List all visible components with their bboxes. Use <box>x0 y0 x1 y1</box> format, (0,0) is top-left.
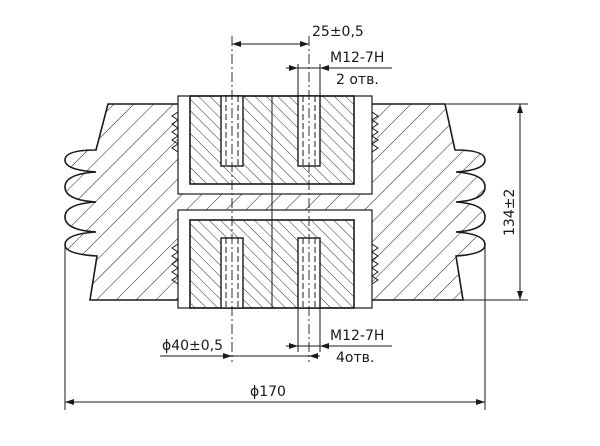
height-arrow-bottom <box>517 291 523 300</box>
height-arrow-top <box>517 104 523 113</box>
spacing-arrow-left <box>232 41 241 47</box>
top-joint-teeth-left <box>171 111 179 153</box>
height-label: 134±2 <box>502 189 518 236</box>
outer-diameter-arrow-right <box>476 399 485 405</box>
holes-bottom-label: 4отв. <box>336 350 374 366</box>
thread-top-arrow-left <box>289 65 298 71</box>
bolt-spacing-label: 25±0,5 <box>312 24 364 40</box>
thread-bottom-label: M12-7H <box>330 328 384 344</box>
outer-diameter-arrow-left <box>65 399 74 405</box>
bottom-joint-teeth-right <box>371 243 379 285</box>
outer-diameter-label: ϕ170 <box>250 384 286 400</box>
spacing-arrow-right <box>300 41 309 47</box>
inner-diameter-arrow-right <box>309 353 318 359</box>
thread-bottom-arrow-left <box>289 343 298 349</box>
holes-top-label: 2 отв. <box>336 72 379 88</box>
inner-diameter-label: ϕ40±0,5 <box>162 338 223 354</box>
inner-diameter-arrow-left <box>223 353 232 359</box>
bottom-joint-teeth-left <box>171 243 179 285</box>
thread-top-label: M12-7H <box>330 50 384 66</box>
top-joint-teeth-right <box>371 111 379 153</box>
